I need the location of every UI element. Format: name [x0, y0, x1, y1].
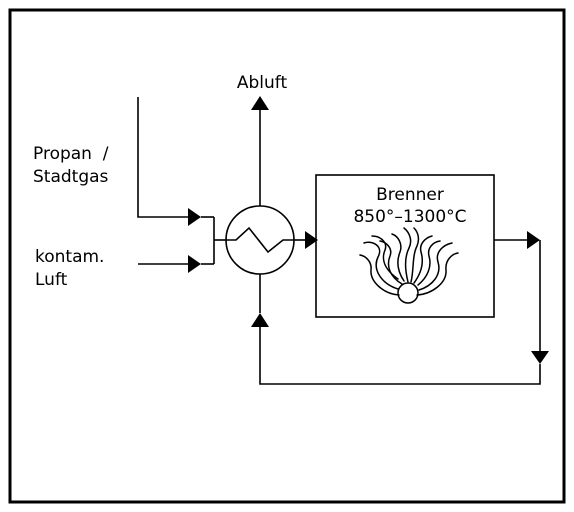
burner-box	[315, 174, 495, 318]
air-label-line1: kontam.	[35, 247, 104, 267]
exhaust-label: Abluft	[237, 73, 288, 93]
burner-title: Brenner	[376, 185, 444, 205]
hx-to-burner-line	[294, 231, 318, 249]
fuel-label-line2: Stadtgas	[33, 167, 109, 187]
merge-connector	[213, 217, 226, 264]
air-inlet-line	[138, 255, 214, 273]
diagram-frame	[8, 8, 566, 504]
fuel-inlet-line	[137, 97, 214, 226]
flame-icon	[359, 227, 459, 304]
recirculation-line	[251, 240, 549, 385]
exhaust-line	[251, 96, 269, 206]
fuel-label-line1: Propan /	[33, 144, 109, 164]
heat-exchanger-icon	[225, 205, 295, 275]
burner-temperature: 850°–1300°C	[353, 207, 466, 227]
burner-outlet-line	[494, 231, 540, 249]
air-label-line2: Luft	[35, 270, 68, 290]
